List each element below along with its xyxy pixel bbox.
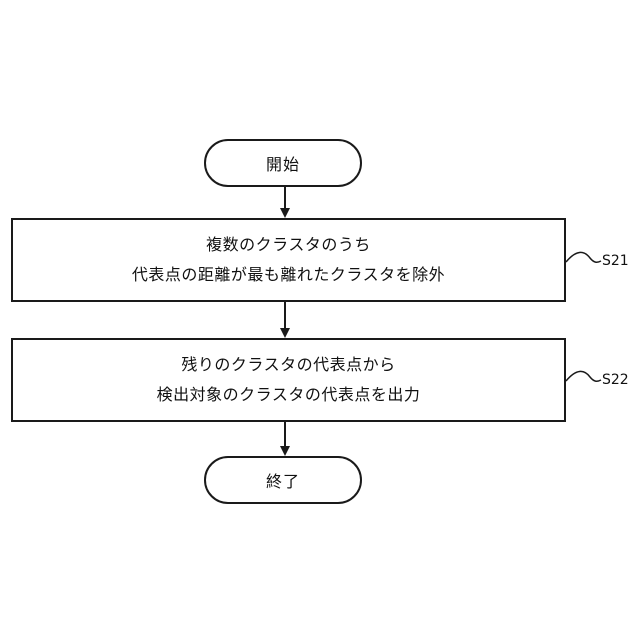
process-step-s21-line-1: 複数のクラスタのうち — [206, 230, 371, 260]
step-id-label-s21: S21 — [602, 253, 629, 269]
process-step-s21-line-2: 代表点の距離が最も離れたクラスタを除外 — [132, 260, 445, 290]
process-step-s22-line-2: 検出対象のクラスタの代表点を出力 — [157, 380, 421, 410]
arrowhead-s22-to-end — [280, 446, 290, 456]
start-label: 開始 — [266, 151, 300, 175]
leader-line-s22 — [566, 371, 601, 381]
process-step-s22: 残りのクラスタの代表点から 検出対象のクラスタの代表点を出力 — [11, 338, 566, 422]
arrowhead-s21-to-s22 — [280, 328, 290, 338]
step-id-label-s22: S22 — [602, 372, 629, 388]
end-terminal: 終了 — [204, 456, 362, 504]
start-terminal: 開始 — [204, 139, 362, 187]
end-label: 終了 — [266, 468, 300, 492]
arrowhead-start-to-s21 — [280, 208, 290, 218]
process-step-s22-line-1: 残りのクラスタの代表点から — [181, 350, 395, 380]
process-step-s21: 複数のクラスタのうち 代表点の距離が最も離れたクラスタを除外 — [11, 218, 566, 302]
leader-line-s21 — [566, 252, 601, 262]
